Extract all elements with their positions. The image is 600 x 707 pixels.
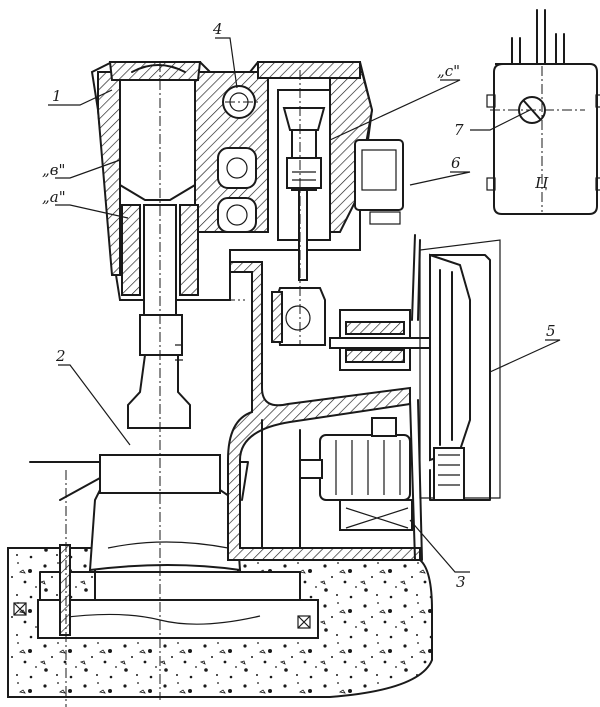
part-labels: 1 2 3 4 5 6 7 „a" „в" „c" Ц: [42, 20, 556, 591]
label-part-6: 6: [451, 154, 461, 172]
detail-view: [486, 9, 600, 215]
concrete-foundation: [7, 547, 433, 698]
label-part-2: 2: [55, 347, 66, 365]
label-part-a: „a": [42, 188, 66, 206]
label-part-1: 1: [52, 87, 62, 105]
drive-shaft: [329, 239, 501, 501]
label-part-7: 7: [454, 121, 464, 139]
valve-block: [217, 85, 257, 233]
label-part-4: 4: [212, 20, 223, 38]
label-part-b: „в": [42, 161, 65, 179]
side-gearbox: [354, 139, 404, 225]
press-ram: [119, 64, 199, 429]
column-frame: [199, 229, 421, 561]
leader-lines: [48, 37, 561, 573]
belt-drive: [409, 234, 465, 561]
label-part-c: „c": [437, 62, 460, 80]
label-part-3: 3: [456, 573, 466, 591]
centre-lines: [65, 62, 585, 707]
label-part-5: 5: [546, 322, 556, 340]
electric-motor: [299, 417, 413, 531]
detail-view-mark: Ц: [535, 174, 549, 192]
crank-chamber: [271, 89, 331, 346]
